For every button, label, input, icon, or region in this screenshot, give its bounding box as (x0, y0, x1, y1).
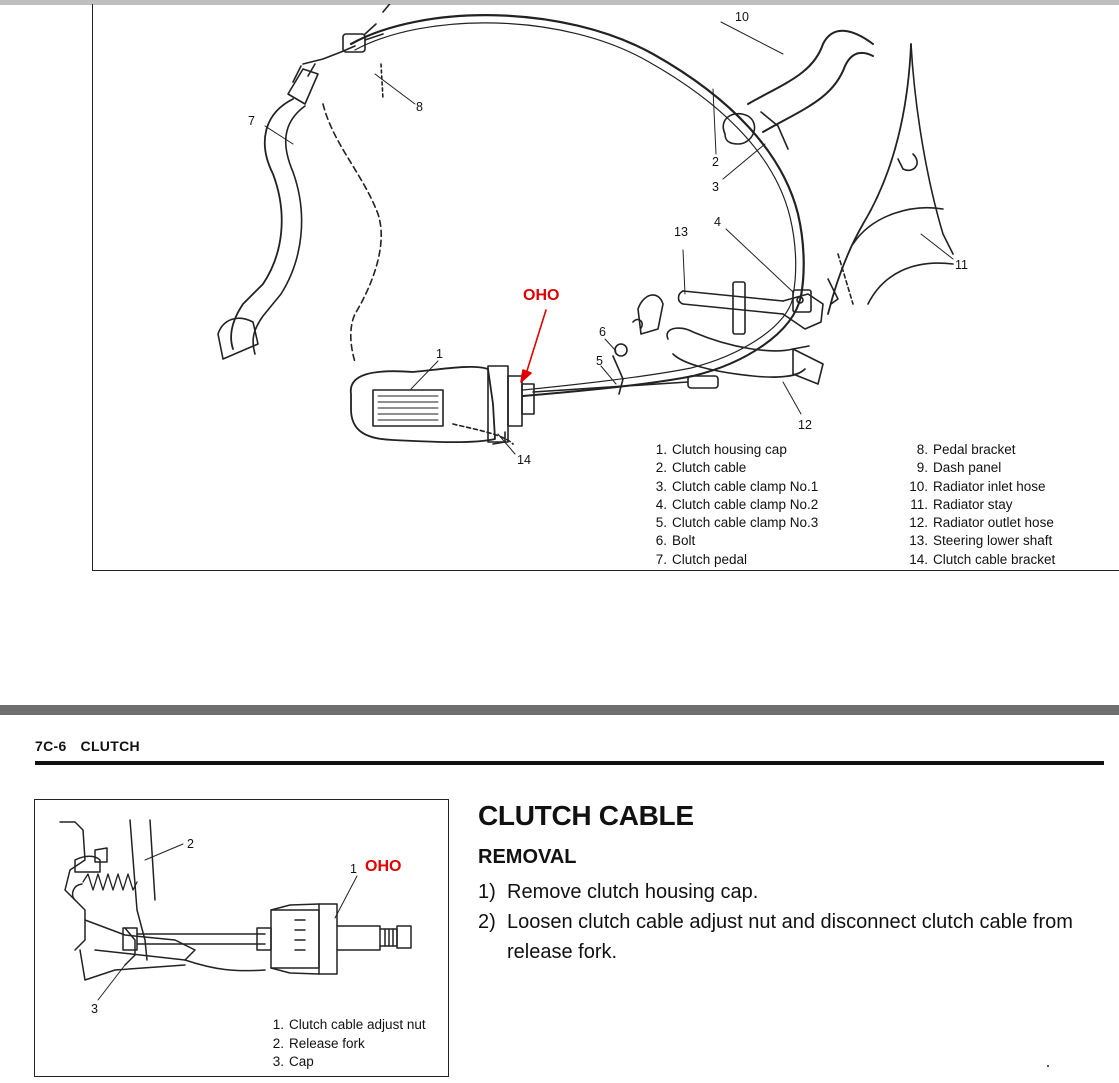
page-separator (0, 705, 1119, 715)
callout-12: 12 (798, 418, 812, 432)
step-text: Remove clutch housing cap. (507, 881, 759, 903)
legend-item: 2.Clutch cable (655, 460, 747, 476)
legend-item: 6.Bolt (655, 533, 696, 549)
callout-6: 6 (599, 325, 606, 339)
callout-2: 2 (187, 837, 194, 851)
callout-14: 14 (517, 453, 531, 467)
callout-1: 1 (436, 347, 443, 361)
legend-item: 10.Radiator inlet hose (909, 478, 1046, 494)
legend-item: 12.Radiator outlet hose (909, 515, 1054, 531)
clutch-cable-layout-drawing (217, 4, 954, 455)
legend-bottom: 1.Clutch cable adjust nut 2.Release fork… (271, 1016, 426, 1072)
oho-annotation-bottom: OHO (365, 858, 402, 875)
page-header: 7C-6 CLUTCH (35, 738, 140, 754)
step-item: 1) Remove clutch housing cap. (478, 877, 1118, 907)
removal-steps: 1) Remove clutch housing cap. 2) Loosen … (478, 877, 1118, 967)
legend-item: 5.Clutch cable clamp No.3 (655, 515, 819, 531)
legend-item: 8.Pedal bracket (916, 442, 1016, 457)
legend-item: 13.Steering lower shaft (909, 533, 1053, 549)
page-top-edge (0, 0, 1119, 5)
scan-speck (1047, 1065, 1049, 1067)
section-title: CLUTCH CABLE (478, 800, 694, 831)
callout-13: 13 (674, 225, 688, 239)
section-number: 7C-6 (35, 738, 67, 754)
callout-8: 8 (416, 100, 423, 114)
step-number: 2) (478, 911, 496, 933)
legend-item: 1.Clutch cable adjust nut (272, 1017, 426, 1032)
callout-leader-lines (264, 21, 954, 455)
legend-right: 8.Pedal bracket 9.Dash panel 10.Radiator… (901, 441, 1055, 569)
legend-item: 7.Clutch pedal (655, 551, 748, 567)
callout-10: 10 (735, 10, 749, 24)
legend-item: 4.Clutch cable clamp No.2 (655, 496, 819, 512)
release-fork-drawing (59, 819, 412, 1001)
clutch-cable-layout-figure: 10 8 7 2 3 4 13 11 6 5 1 12 14 OHO 1.Clu… (92, 4, 1119, 571)
legend-item: 2.Release fork (272, 1035, 365, 1051)
legend-item: 11.Radiator stay (910, 496, 1013, 512)
legend-item: 1.Clutch housing cap (655, 442, 787, 457)
callout-1: 1 (350, 862, 357, 876)
step-item: 2) Loosen clutch cable adjust nut and di… (478, 907, 1118, 967)
chapter-title: CLUTCH (80, 738, 140, 754)
callout-3: 3 (712, 180, 719, 194)
legend-item: 3.Clutch cable clamp No.1 (655, 478, 819, 494)
callout-2: 2 (712, 155, 719, 169)
legend-item: 14.Clutch cable bracket (909, 551, 1056, 567)
legend-left: 1.Clutch housing cap 2.Clutch cable 3.Cl… (654, 441, 819, 569)
callout-11: 11 (955, 258, 968, 272)
oho-arrow (520, 309, 547, 383)
callout-5: 5 (596, 354, 603, 368)
oho-annotation-top: OHO (523, 287, 560, 304)
callout-3: 3 (91, 1002, 98, 1016)
callout-leader-lines (97, 843, 358, 1001)
legend-item: 9.Dash panel (916, 460, 1002, 476)
callout-4: 4 (714, 215, 721, 229)
callout-7: 7 (248, 114, 255, 128)
step-number: 1) (478, 881, 496, 903)
header-rule (35, 761, 1104, 765)
step-text: Loosen clutch cable adjust nut and disco… (507, 911, 1073, 963)
legend-item: 3.Cap (272, 1054, 314, 1069)
clutch-cable-release-fork-figure: 2 1 3 OHO 1.Clutch cable adjust nut 2.Re… (34, 799, 449, 1077)
section-subtitle: REMOVAL (478, 846, 577, 868)
